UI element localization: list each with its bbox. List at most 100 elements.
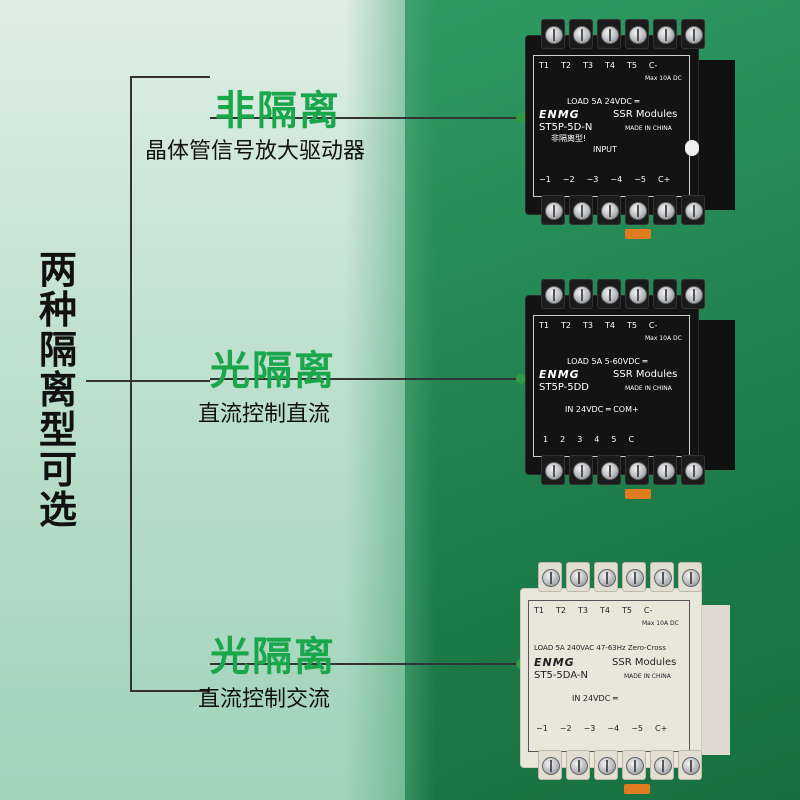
- connector-line-1: [210, 117, 520, 119]
- terminal-label: T1: [539, 61, 549, 70]
- connector-line-3: [210, 663, 520, 665]
- terminal-label: T4: [599, 606, 610, 615]
- terminal[interactable]: [541, 19, 565, 49]
- title-char: 离: [38, 368, 77, 412]
- terminal[interactable]: [538, 562, 562, 592]
- screw-icon: [657, 462, 675, 480]
- connector-line-2: [210, 378, 520, 380]
- terminal[interactable]: [594, 562, 618, 592]
- terminal-label: 2: [560, 435, 566, 444]
- screw-icon: [626, 757, 644, 775]
- model-number: ST5P-5D-N: [539, 122, 593, 133]
- terminal[interactable]: [625, 279, 649, 309]
- terminal[interactable]: [650, 562, 674, 592]
- terminal-label: C+: [657, 175, 671, 184]
- made-in: MADE IN CHINA: [624, 673, 671, 680]
- terminal-row-top: [541, 19, 705, 49]
- input-label: INPUT: [593, 145, 617, 154]
- screw-icon: [685, 462, 703, 480]
- input-label: IN 24VDC ═ COM+: [565, 405, 639, 414]
- max-current-note: Max 10A DC: [645, 75, 682, 82]
- group-title-1: 非隔离: [215, 88, 341, 134]
- screw-icon: [685, 26, 703, 44]
- model-number: ST5-5DA-N: [534, 670, 589, 681]
- input-label: IN 24VDC ═: [572, 694, 618, 703]
- terminal-label: −4: [607, 724, 620, 733]
- terminal[interactable]: [566, 750, 590, 780]
- terminal-label: T1: [539, 321, 549, 330]
- terminal[interactable]: [541, 195, 565, 225]
- product-type: SSR Modules: [613, 369, 678, 380]
- terminal[interactable]: [622, 562, 646, 592]
- terminal[interactable]: [597, 279, 621, 309]
- group-subtitle-2: 直流控制直流: [198, 402, 331, 427]
- din-rail-latch[interactable]: [625, 229, 651, 239]
- group-subtitle-3: 直流控制交流: [198, 687, 331, 712]
- terminal[interactable]: [597, 455, 621, 485]
- din-rail-latch[interactable]: [624, 784, 650, 794]
- top-terminal-labels: T1 T2 T3 T4 T5 C-: [539, 61, 657, 70]
- terminal-label: −1: [536, 724, 548, 733]
- screw-icon: [629, 26, 647, 44]
- load-rating: LOAD 5A 5-60VDC ═: [567, 357, 648, 366]
- bottom-terminal-labels: −1 −2 −3 −4 −5 C+: [539, 175, 670, 184]
- screw-icon: [573, 26, 591, 44]
- screw-icon: [657, 286, 675, 304]
- terminal[interactable]: [541, 279, 565, 309]
- screw-icon: [542, 757, 560, 775]
- terminal[interactable]: [566, 562, 590, 592]
- screw-icon: [542, 569, 560, 587]
- screw-icon: [601, 26, 619, 44]
- screw-icon: [629, 462, 647, 480]
- terminal-label: C: [628, 435, 635, 444]
- terminal-label: 3: [577, 435, 583, 444]
- terminal[interactable]: [681, 195, 705, 225]
- terminal[interactable]: [597, 195, 621, 225]
- made-in: MADE IN CHINA: [625, 125, 672, 132]
- screw-icon: [545, 462, 563, 480]
- terminal[interactable]: [650, 750, 674, 780]
- terminal[interactable]: [681, 455, 705, 485]
- terminal[interactable]: [653, 19, 677, 49]
- module-body: [525, 295, 699, 475]
- terminal[interactable]: [597, 19, 621, 49]
- terminal[interactable]: [569, 455, 593, 485]
- screw-icon: [629, 202, 647, 220]
- terminal[interactable]: [678, 562, 702, 592]
- screw-icon: [570, 757, 588, 775]
- terminal[interactable]: [594, 750, 618, 780]
- load-rating: LOAD 5A 240VAC 47-63Hz Zero-Cross: [534, 644, 666, 652]
- title-char: 可: [38, 448, 77, 492]
- terminal[interactable]: [625, 455, 649, 485]
- screw-icon: [573, 202, 591, 220]
- terminal[interactable]: [625, 19, 649, 49]
- terminal[interactable]: [681, 279, 705, 309]
- terminal[interactable]: [653, 279, 677, 309]
- terminal[interactable]: [538, 750, 562, 780]
- terminal-label: 5: [611, 435, 617, 444]
- screw-icon: [601, 202, 619, 220]
- screw-icon: [654, 569, 672, 587]
- terminal[interactable]: [681, 19, 705, 49]
- terminal[interactable]: [653, 455, 677, 485]
- terminal[interactable]: [569, 279, 593, 309]
- vertical-title: 两 种 隔 离 型 可 选: [30, 250, 86, 530]
- terminal[interactable]: [569, 19, 593, 49]
- ssr-module-1: T1 T2 T3 T4 T5 C- Max 10A DC LOAD 5A 24V…: [525, 15, 735, 245]
- bracket-branch-1: [130, 76, 210, 78]
- terminal-label: T3: [577, 606, 588, 615]
- terminal[interactable]: [625, 195, 649, 225]
- title-char: 型: [38, 408, 77, 452]
- terminal[interactable]: [541, 455, 565, 485]
- screw-icon: [629, 286, 647, 304]
- terminal-label: −5: [634, 175, 646, 184]
- brand-logo: ENMG: [539, 368, 580, 381]
- terminal[interactable]: [653, 195, 677, 225]
- din-rail-latch[interactable]: [625, 489, 651, 499]
- terminal[interactable]: [678, 750, 702, 780]
- terminal[interactable]: [622, 750, 646, 780]
- screw-icon: [601, 462, 619, 480]
- terminal-label: −4: [610, 175, 623, 184]
- bottom-terminal-labels: 1 2 3 4 5 C: [543, 435, 634, 444]
- terminal[interactable]: [569, 195, 593, 225]
